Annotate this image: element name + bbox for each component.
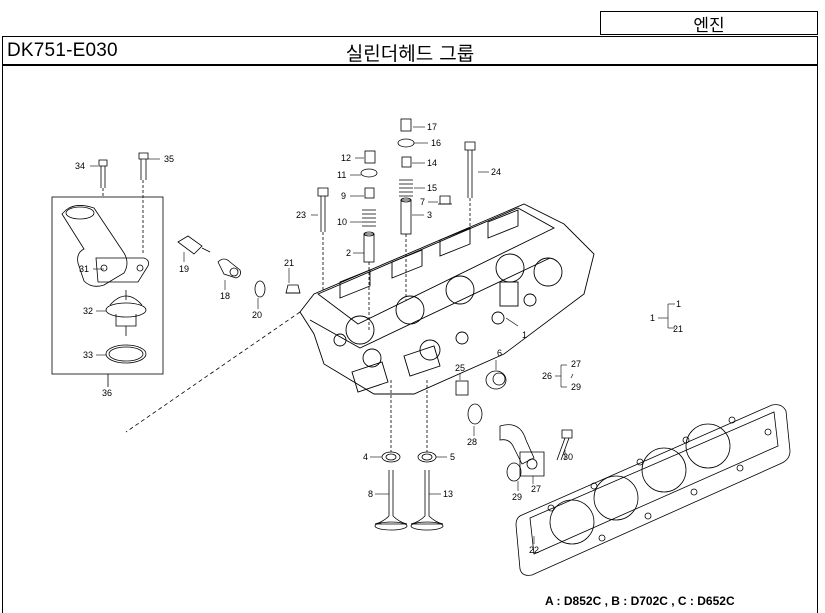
callout-11: 11 (337, 170, 346, 180)
callout-5: 5 (450, 452, 455, 462)
callout-1: 1 (522, 330, 527, 340)
callout-23: 23 (296, 210, 306, 220)
part-bolt-35[interactable] (138, 152, 149, 255)
model-legend: A : D852C , B : D702C , C : D652C (545, 594, 735, 608)
part-water-pipe-27[interactable] (499, 424, 545, 477)
group26-main: 26 (542, 371, 552, 381)
part-head-bolt-23[interactable] (317, 187, 329, 290)
callout-6: 6 (497, 348, 502, 358)
callout-22: 22 (529, 545, 539, 555)
part-plug-21[interactable] (285, 284, 301, 294)
callout-32: 32 (83, 306, 93, 316)
callout-19: 19 (179, 264, 189, 274)
part-valve-13[interactable] (410, 470, 444, 531)
part-cap-17[interactable] (400, 118, 412, 132)
callout-3: 3 (427, 210, 432, 220)
part-group-code: DK751-E030 (7, 40, 118, 61)
group26-item-a: 27 (571, 359, 581, 369)
callout-21: 21 (284, 258, 294, 268)
callout-12: 12 (341, 153, 351, 163)
diagram-area-border (2, 66, 818, 613)
part-head-bolt-24[interactable] (464, 141, 476, 226)
page-title: 실린더헤드 그룹 (345, 43, 475, 65)
part-washer-11[interactable] (360, 168, 378, 178)
part-valve-spring-15[interactable] (399, 179, 413, 197)
callout-9: 9 (341, 191, 346, 201)
callout-15: 15 (427, 183, 437, 193)
callout-36: 36 (102, 388, 112, 398)
callout-25: 25 (455, 363, 465, 373)
section-label: 엔진 (600, 11, 818, 36)
callout-31: 31 (79, 264, 89, 274)
callout-8: 8 (368, 489, 373, 499)
part-valve-seat-4[interactable] (381, 451, 401, 463)
part-cap-12[interactable] (364, 150, 376, 164)
callout-4: 4 (363, 452, 368, 462)
part-valve-seat-5[interactable] (417, 451, 437, 463)
part-sensor-18[interactable] (217, 258, 241, 279)
part-valve-spring-10[interactable] (362, 209, 376, 227)
callout-18: 18 (220, 291, 230, 301)
part-cap-6[interactable] (485, 370, 507, 390)
callout-28: 28 (467, 437, 477, 447)
part-collet-14[interactable] (401, 156, 412, 168)
part-washer-16[interactable] (397, 138, 415, 148)
part-thermostat-32[interactable] (105, 290, 147, 336)
callout-14: 14 (427, 158, 437, 168)
part-valve-guide-3[interactable] (400, 197, 412, 235)
group1-item-b: 21 (673, 324, 683, 334)
part-bolt-34[interactable] (98, 159, 108, 198)
callout-17: 17 (427, 122, 437, 132)
part-oring-29[interactable] (506, 462, 522, 482)
callout-29: 29 (512, 492, 522, 502)
leader-lines (90, 126, 675, 544)
group1-main: 1 (650, 313, 655, 323)
assembly-line-thermostat (125, 311, 301, 433)
part-valve-stem-seal-2[interactable] (363, 231, 375, 263)
group1-item-a: 1 (676, 299, 681, 309)
callout-34: 34 (75, 161, 85, 171)
callout-27: 27 (531, 484, 541, 494)
callout-2: 2 (346, 248, 351, 258)
part-oring-33[interactable] (105, 344, 147, 364)
callout-13: 13 (443, 489, 453, 499)
part-valve-8[interactable] (374, 470, 408, 531)
group26-item-b: 29 (571, 382, 581, 392)
part-oring-20[interactable] (254, 280, 266, 298)
callout-16: 16 (431, 138, 441, 148)
page-header: DK751-E030 실린더헤드 그룹 (2, 36, 818, 66)
callout-35: 35 (164, 154, 174, 164)
callout-7: 7 (420, 197, 425, 207)
part-oring-28[interactable] (467, 403, 483, 425)
callout-33: 33 (83, 350, 93, 360)
part-water-flange-31[interactable] (61, 205, 149, 287)
callout-20: 20 (252, 310, 262, 320)
part-plug-7[interactable] (438, 195, 452, 205)
thermostat-group-box (51, 196, 164, 375)
callout-10: 10 (337, 217, 347, 227)
part-head-gasket-22[interactable] (515, 404, 791, 576)
callout-24: 24 (491, 167, 501, 177)
callout-30: 30 (563, 452, 573, 462)
part-bolt-30[interactable] (556, 429, 573, 461)
part-plug-25[interactable] (455, 380, 469, 396)
part-sensor-19[interactable] (177, 235, 211, 255)
part-cylinder-head-1[interactable] (299, 203, 595, 395)
part-retainer-9[interactable] (364, 187, 375, 199)
